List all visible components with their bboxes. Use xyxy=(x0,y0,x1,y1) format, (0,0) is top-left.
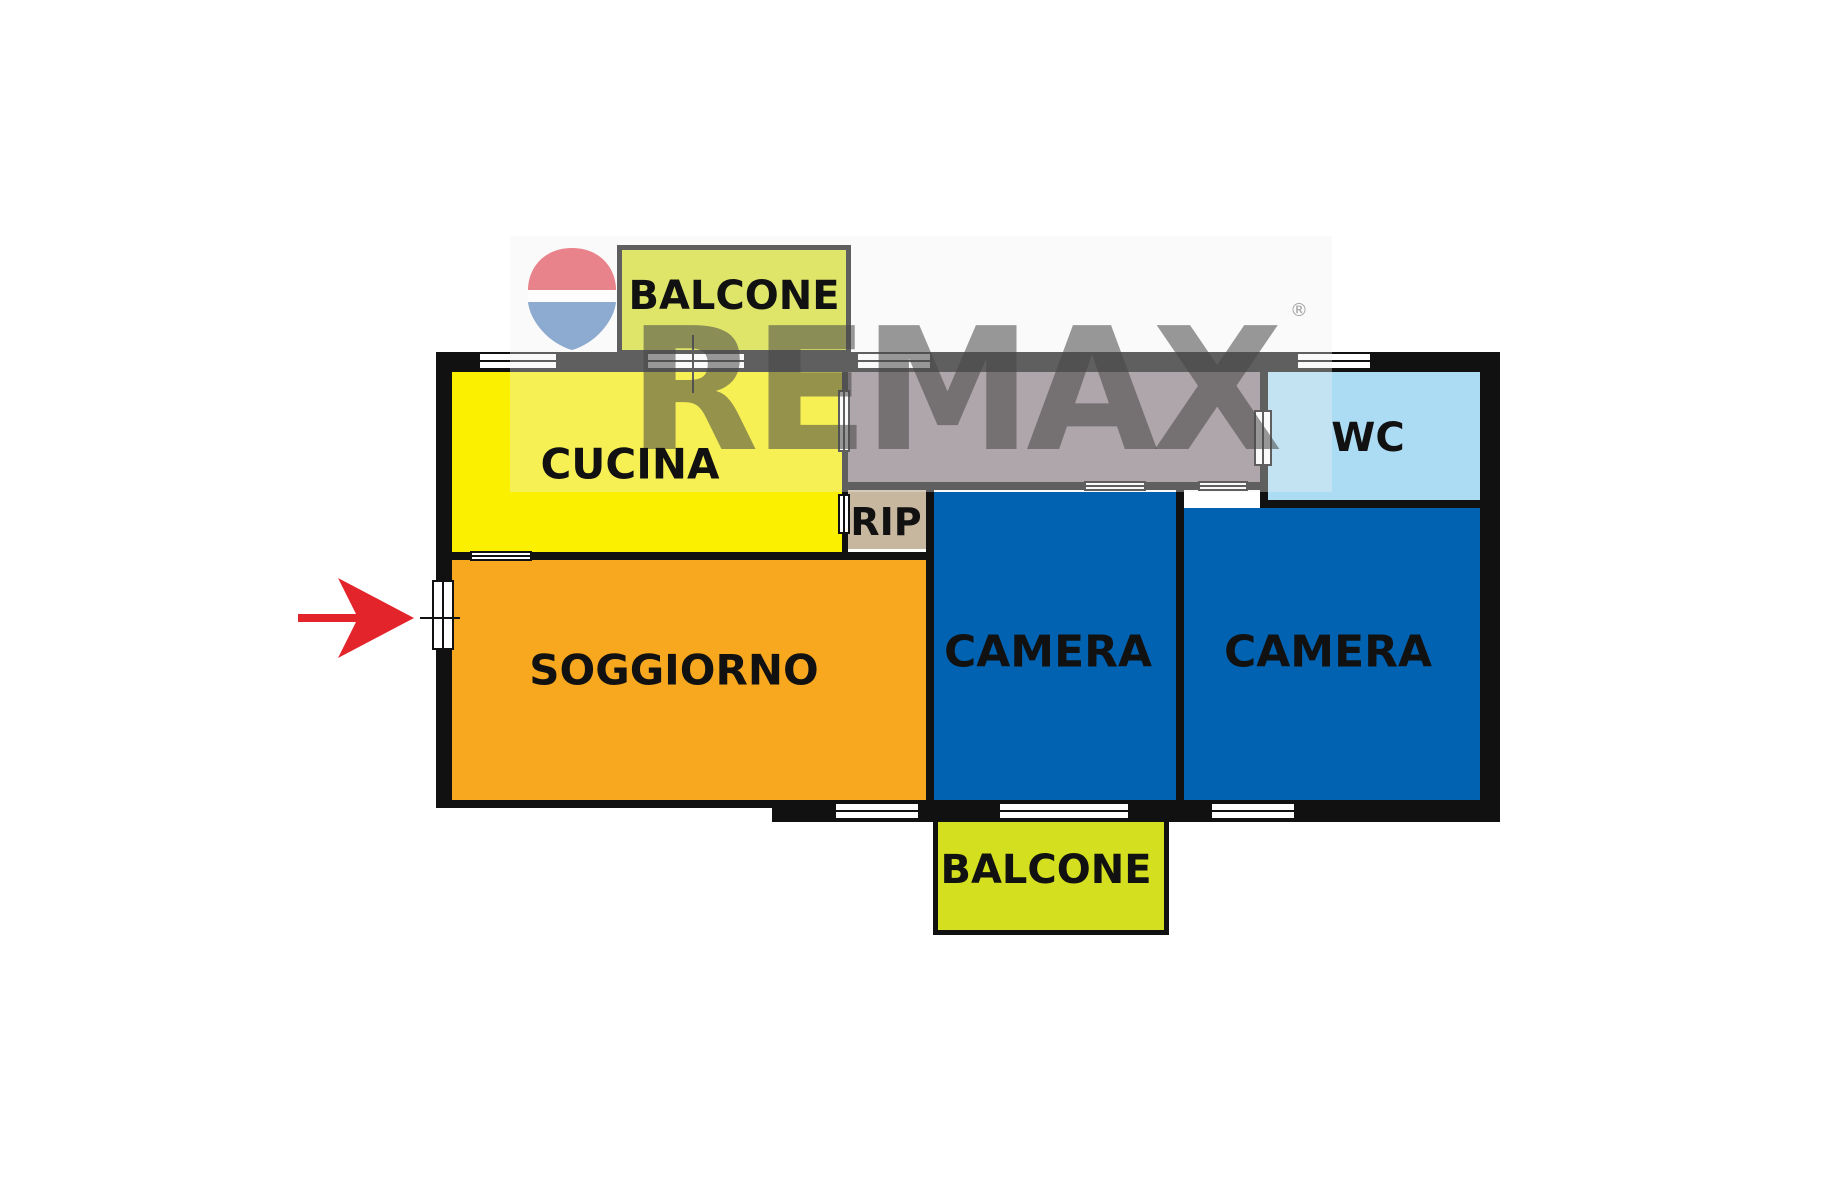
remax-watermark-text: REMAX xyxy=(628,292,1283,490)
label-balcone-top: BALCONE xyxy=(628,273,840,319)
window-bottom-2 xyxy=(998,802,1130,820)
room-soggiorno xyxy=(452,560,926,800)
balcone-door-mark-v xyxy=(692,335,694,393)
door-camera-left xyxy=(1084,481,1146,491)
room-camera-right xyxy=(1184,508,1480,800)
wall-right xyxy=(1480,352,1500,822)
wall-corridor-bottom xyxy=(846,482,1266,490)
remax-balloon-logo xyxy=(528,248,616,350)
entrance-door xyxy=(432,580,454,650)
label-balcone-bottom: BALCONE xyxy=(940,847,1152,893)
room-rip xyxy=(846,489,928,549)
label-wc: WC xyxy=(1331,415,1405,461)
window-bottom-3 xyxy=(1210,802,1296,820)
wall-cucina-corridor xyxy=(842,372,848,560)
room-wc xyxy=(1268,372,1480,500)
window-top-3 xyxy=(856,352,932,370)
room-camera-left xyxy=(934,492,1176,800)
entrance-door-mark xyxy=(420,617,460,619)
wall-bottom-right xyxy=(772,800,1500,822)
window-bottom-1 xyxy=(834,802,920,820)
wall-camera-divider xyxy=(1176,490,1184,800)
label-rip: RIP xyxy=(850,500,922,544)
wall-wc-bottom xyxy=(1260,500,1480,508)
room-cucina xyxy=(452,372,846,552)
window-top-wc xyxy=(1296,352,1372,370)
room-balcone-bottom xyxy=(933,815,1169,935)
label-soggiorno: SOGGIORNO xyxy=(529,645,819,695)
wall-cucina-soggiorno xyxy=(452,552,930,560)
window-top-2 xyxy=(646,352,746,370)
door-cucina-corridor xyxy=(838,390,850,452)
entrance-arrow-icon xyxy=(298,578,414,658)
door-cucina-soggiorno xyxy=(470,551,532,561)
label-cucina: CUCINA xyxy=(540,439,720,489)
label-camera-right: CAMERA xyxy=(1223,626,1433,678)
door-camera-right xyxy=(1198,481,1248,491)
label-camera-left: CAMERA xyxy=(943,626,1153,678)
door-wc xyxy=(1254,410,1272,466)
door-rip xyxy=(838,494,850,534)
wall-bottom-left xyxy=(436,800,926,808)
remax-registered-mark: ® xyxy=(1290,300,1308,321)
wall-rip-right xyxy=(926,482,934,800)
room-corridor xyxy=(846,372,1260,482)
window-top-1 xyxy=(478,352,558,370)
